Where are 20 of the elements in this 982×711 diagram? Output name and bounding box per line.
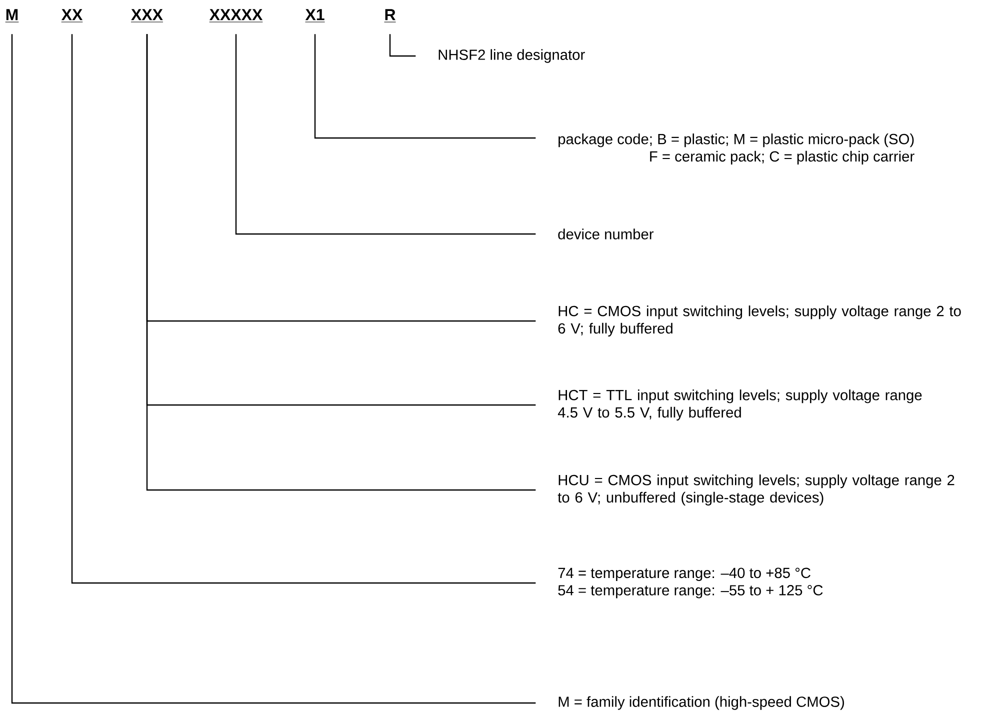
code-letter: XXXXX	[209, 9, 263, 22]
leader-line	[389, 34, 416, 57]
leader-line	[146, 34, 536, 491]
description-text: HCT = TTL input switching levels; supply voltage range 4.5 V to 5.5 V, fully buffered	[558, 390, 922, 420]
code-letter: XX	[61, 9, 83, 22]
description-text: 74 = temperature range: –40 to +85 °C 54 = temperature range: –55 to + 125 °C	[558, 568, 823, 598]
leader-line	[71, 34, 536, 584]
description-text: device number	[558, 228, 654, 240]
code-letter: XXX	[130, 9, 164, 22]
leader-line	[11, 34, 536, 704]
code-letter: X1	[304, 9, 326, 22]
description-text: HC = CMOS input switching levels; supply voltage range 2 to 6 V; fully buffered	[558, 306, 961, 336]
leader-line	[314, 34, 536, 139]
leader-line	[235, 34, 536, 235]
code-letter: R	[384, 9, 396, 22]
description-text: M = family identification (high-speed CMOS)	[558, 696, 844, 710]
description-text: NHSF2 line designator	[438, 49, 585, 63]
description-text: HCU = CMOS input switching levels; supply voltage range 2 to 6 V; unbuffered (single-stage devices)	[558, 474, 954, 506]
description-text: package code; B = plastic; M = plastic micro-pack (SO) F = ceramic pack; C = plastic chip carrier	[558, 134, 914, 164]
code-letter: M	[5, 9, 19, 22]
